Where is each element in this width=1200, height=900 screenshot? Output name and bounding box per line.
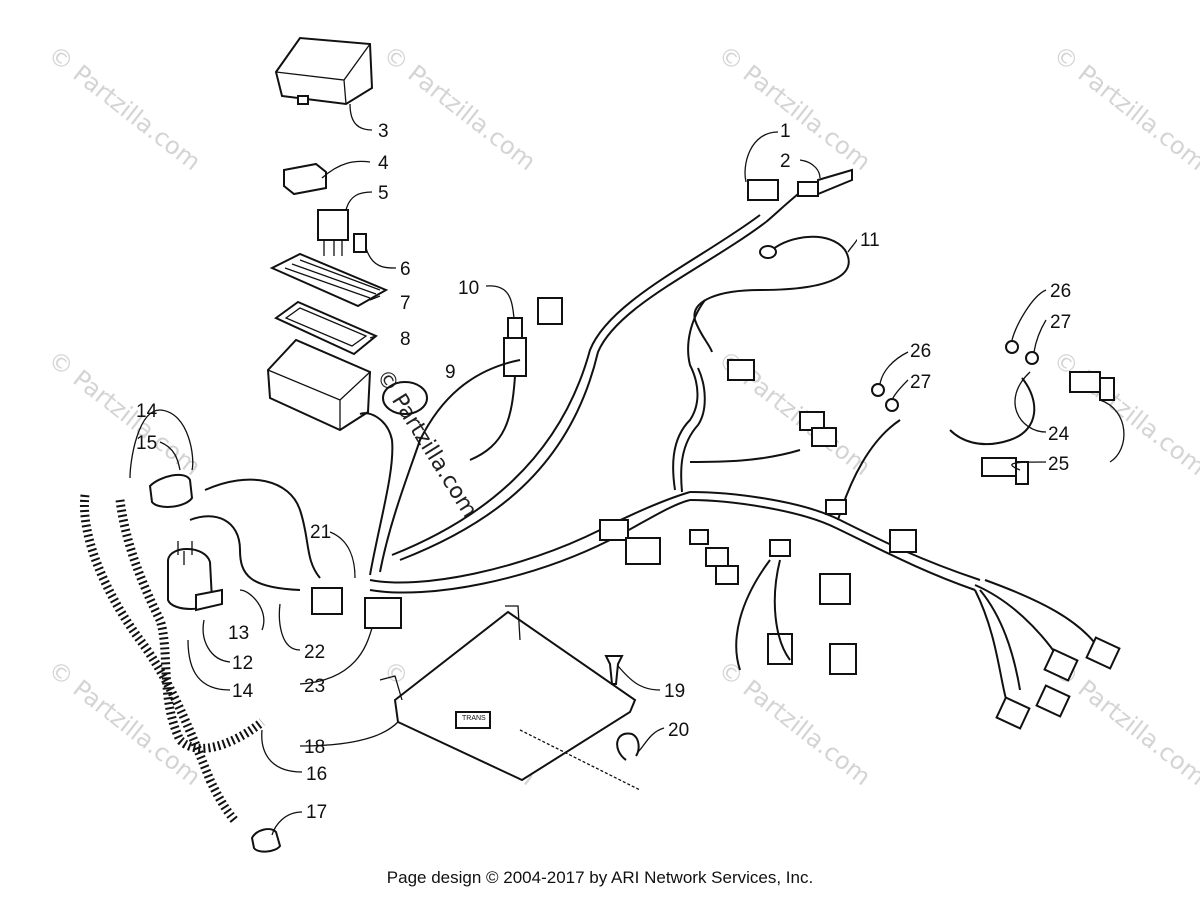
push-pin xyxy=(604,655,624,685)
callout-24: 24 xyxy=(1048,424,1070,445)
callout-17: 17 xyxy=(306,802,327,823)
callout-labels: 1 2 3 4 5 6 7 8 9 10 11 12 13 14 14 15 1… xyxy=(136,121,1071,823)
callout-14-bottom: 14 xyxy=(232,681,254,702)
callout-7: 7 xyxy=(400,293,411,314)
callout-3: 3 xyxy=(378,121,389,142)
main-harness xyxy=(359,185,981,594)
callout-11: 11 xyxy=(860,230,880,251)
callout-8: 8 xyxy=(400,329,411,350)
callout-22: 22 xyxy=(304,642,325,663)
callout-6: 6 xyxy=(400,259,411,280)
callout-16: 16 xyxy=(306,764,327,785)
callout-23: 23 xyxy=(304,676,325,697)
sensor-24 xyxy=(949,371,1115,446)
callout-12: 12 xyxy=(232,653,253,674)
connector-group-right xyxy=(974,579,1121,730)
fuse-box-cover xyxy=(274,36,374,106)
battery-cable-coil xyxy=(79,494,265,825)
callout-27-left: 27 xyxy=(910,372,931,393)
leader-lines xyxy=(129,103,1125,836)
callout-5: 5 xyxy=(378,183,389,204)
callout-9: 9 xyxy=(445,362,456,383)
callout-26-right: 26 xyxy=(1050,281,1071,302)
callout-18: 18 xyxy=(304,737,325,758)
mounting-plate xyxy=(379,605,637,782)
callout-10: 10 xyxy=(458,278,479,299)
connector-group-center xyxy=(537,297,917,675)
bulb-connector xyxy=(797,168,853,197)
callout-2: 2 xyxy=(780,151,791,172)
callout-14-top: 14 xyxy=(136,401,158,422)
connector xyxy=(747,179,779,201)
callout-27-right: 27 xyxy=(1050,312,1071,333)
callout-4: 4 xyxy=(378,153,389,174)
ground-cable xyxy=(693,235,850,353)
ring-terminal xyxy=(759,245,777,259)
washers xyxy=(871,340,1039,412)
starter-cable xyxy=(189,478,321,591)
callout-21: 21 xyxy=(310,522,331,543)
terminal-boot-17 xyxy=(250,828,282,853)
callout-25: 25 xyxy=(1048,454,1069,475)
callout-13: 13 xyxy=(228,623,249,644)
terminal-boot xyxy=(148,473,194,508)
relay-22-23 xyxy=(311,587,402,629)
sensor xyxy=(469,317,527,461)
relay-block xyxy=(283,162,327,196)
callout-1: 1 xyxy=(780,121,791,142)
fuse-block xyxy=(266,338,372,432)
decal: TRANS xyxy=(462,715,486,722)
starter-solenoid xyxy=(167,541,223,612)
callout-26-left: 26 xyxy=(910,341,931,362)
sensor-25 xyxy=(981,457,1029,485)
callout-19: 19 xyxy=(664,681,685,702)
svg-text:TRANS: TRANS xyxy=(462,715,486,722)
retainer-clip xyxy=(616,732,640,761)
clip xyxy=(382,381,428,415)
fuse xyxy=(353,233,367,253)
relay xyxy=(317,209,349,256)
callout-15: 15 xyxy=(136,433,157,454)
callout-20: 20 xyxy=(668,720,689,741)
page-footer: Page design © 2004-2017 by ARI Network S… xyxy=(386,868,814,887)
